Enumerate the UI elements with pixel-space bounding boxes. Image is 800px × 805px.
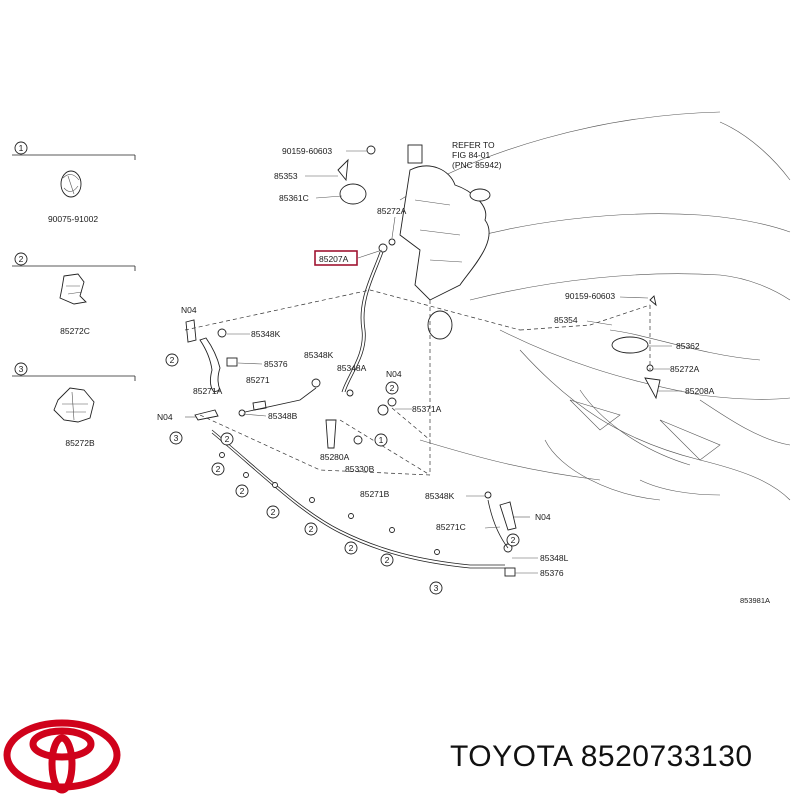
label-85361c: 85361C bbox=[279, 193, 309, 203]
label-85272a-top: 85272A bbox=[377, 206, 407, 216]
callout-number: 3 bbox=[174, 433, 179, 443]
highlight-box bbox=[314, 250, 358, 266]
part-labels: 90159-60603 85353 85361C REFER TO FIG 84… bbox=[157, 140, 770, 605]
label-85271a: 85271A bbox=[193, 386, 223, 396]
washer-tank bbox=[399, 165, 491, 340]
callout-number: 3 bbox=[434, 583, 439, 593]
label-85272a-right: 85272A bbox=[670, 364, 700, 374]
clamp-85272b-icon bbox=[53, 387, 95, 423]
label-85280a: 85280A bbox=[320, 452, 350, 462]
label-85353: 85353 bbox=[274, 171, 298, 181]
label-90159-a: 90159-60603 bbox=[282, 146, 332, 156]
label-85362: 85362 bbox=[676, 341, 700, 351]
label-n04-c: N04 bbox=[386, 369, 402, 379]
small-parts bbox=[185, 144, 661, 577]
toyota-logo-icon bbox=[3, 719, 121, 794]
label-90159-b: 90159-60603 bbox=[565, 291, 615, 301]
label-n04-a: N04 bbox=[181, 305, 197, 315]
label-85354: 85354 bbox=[554, 315, 578, 325]
label-85376-b: 85376 bbox=[540, 568, 564, 578]
callout-number: 2 bbox=[385, 555, 390, 565]
inset-1-part: 90075-91002 bbox=[48, 214, 98, 224]
label-85271b: 85271B bbox=[360, 489, 390, 499]
label-85376-a: 85376 bbox=[264, 359, 288, 369]
inset-2-part: 85272C bbox=[60, 326, 90, 336]
label-refer-2: FIG 84-01 bbox=[452, 150, 491, 160]
inset-2: 2 85272C bbox=[12, 252, 136, 336]
label-85330b: 85330B bbox=[345, 464, 375, 474]
washer-hoses bbox=[211, 251, 509, 569]
label-85348k-c: 85348K bbox=[425, 491, 455, 501]
label-85208a: 85208A bbox=[685, 386, 715, 396]
label-85348k-a: 85348K bbox=[251, 329, 281, 339]
callout-number: 2 bbox=[271, 507, 276, 517]
label-85207a: 85207A bbox=[319, 254, 349, 264]
inset-2-number: 2 bbox=[19, 254, 24, 264]
callout-number: 2 bbox=[511, 535, 516, 545]
inset-3-part: 85272B bbox=[65, 438, 95, 448]
callout-number: 2 bbox=[309, 524, 314, 534]
callout-number: 2 bbox=[240, 486, 245, 496]
inset-3-number: 3 bbox=[19, 364, 24, 374]
brand-part-number: TOYOTA 8520733130 bbox=[450, 740, 753, 773]
callout-number: 2 bbox=[216, 464, 221, 474]
label-refer-3: (PNC 85942) bbox=[452, 160, 502, 170]
clip-90075-icon bbox=[60, 170, 82, 198]
reference-lines bbox=[184, 289, 651, 476]
callout-number: 2 bbox=[349, 543, 354, 553]
callouts: 2 2 3 2 2 1 2 2 2 2 2 2 3 2 bbox=[165, 353, 520, 595]
callout-number: 1 bbox=[379, 435, 384, 445]
leader-lines bbox=[185, 150, 682, 574]
label-85371a: 85371A bbox=[412, 404, 442, 414]
inset-1-number: 1 bbox=[19, 143, 24, 153]
clamp-85272c-icon bbox=[59, 273, 87, 305]
label-refer-1: REFER TO bbox=[452, 140, 495, 150]
vehicle-body-outline bbox=[399, 111, 791, 501]
label-n04-d: N04 bbox=[535, 512, 551, 522]
label-85348l: 85348L bbox=[540, 553, 569, 563]
callout-number: 2 bbox=[390, 383, 395, 393]
inset-1: 1 90075-91002 bbox=[12, 141, 136, 224]
label-85348b: 85348B bbox=[268, 411, 298, 421]
inset-3: 3 85272B bbox=[12, 362, 136, 448]
label-figure-ref: 853981A bbox=[740, 596, 770, 605]
callout-number: 2 bbox=[170, 355, 175, 365]
label-85348a: 85348A bbox=[337, 363, 367, 373]
label-85271: 85271 bbox=[246, 375, 270, 385]
label-85271c: 85271C bbox=[436, 522, 466, 532]
label-85348k-b: 85348K bbox=[304, 350, 334, 360]
label-n04-b: N04 bbox=[157, 412, 173, 422]
callout-number: 2 bbox=[225, 434, 230, 444]
